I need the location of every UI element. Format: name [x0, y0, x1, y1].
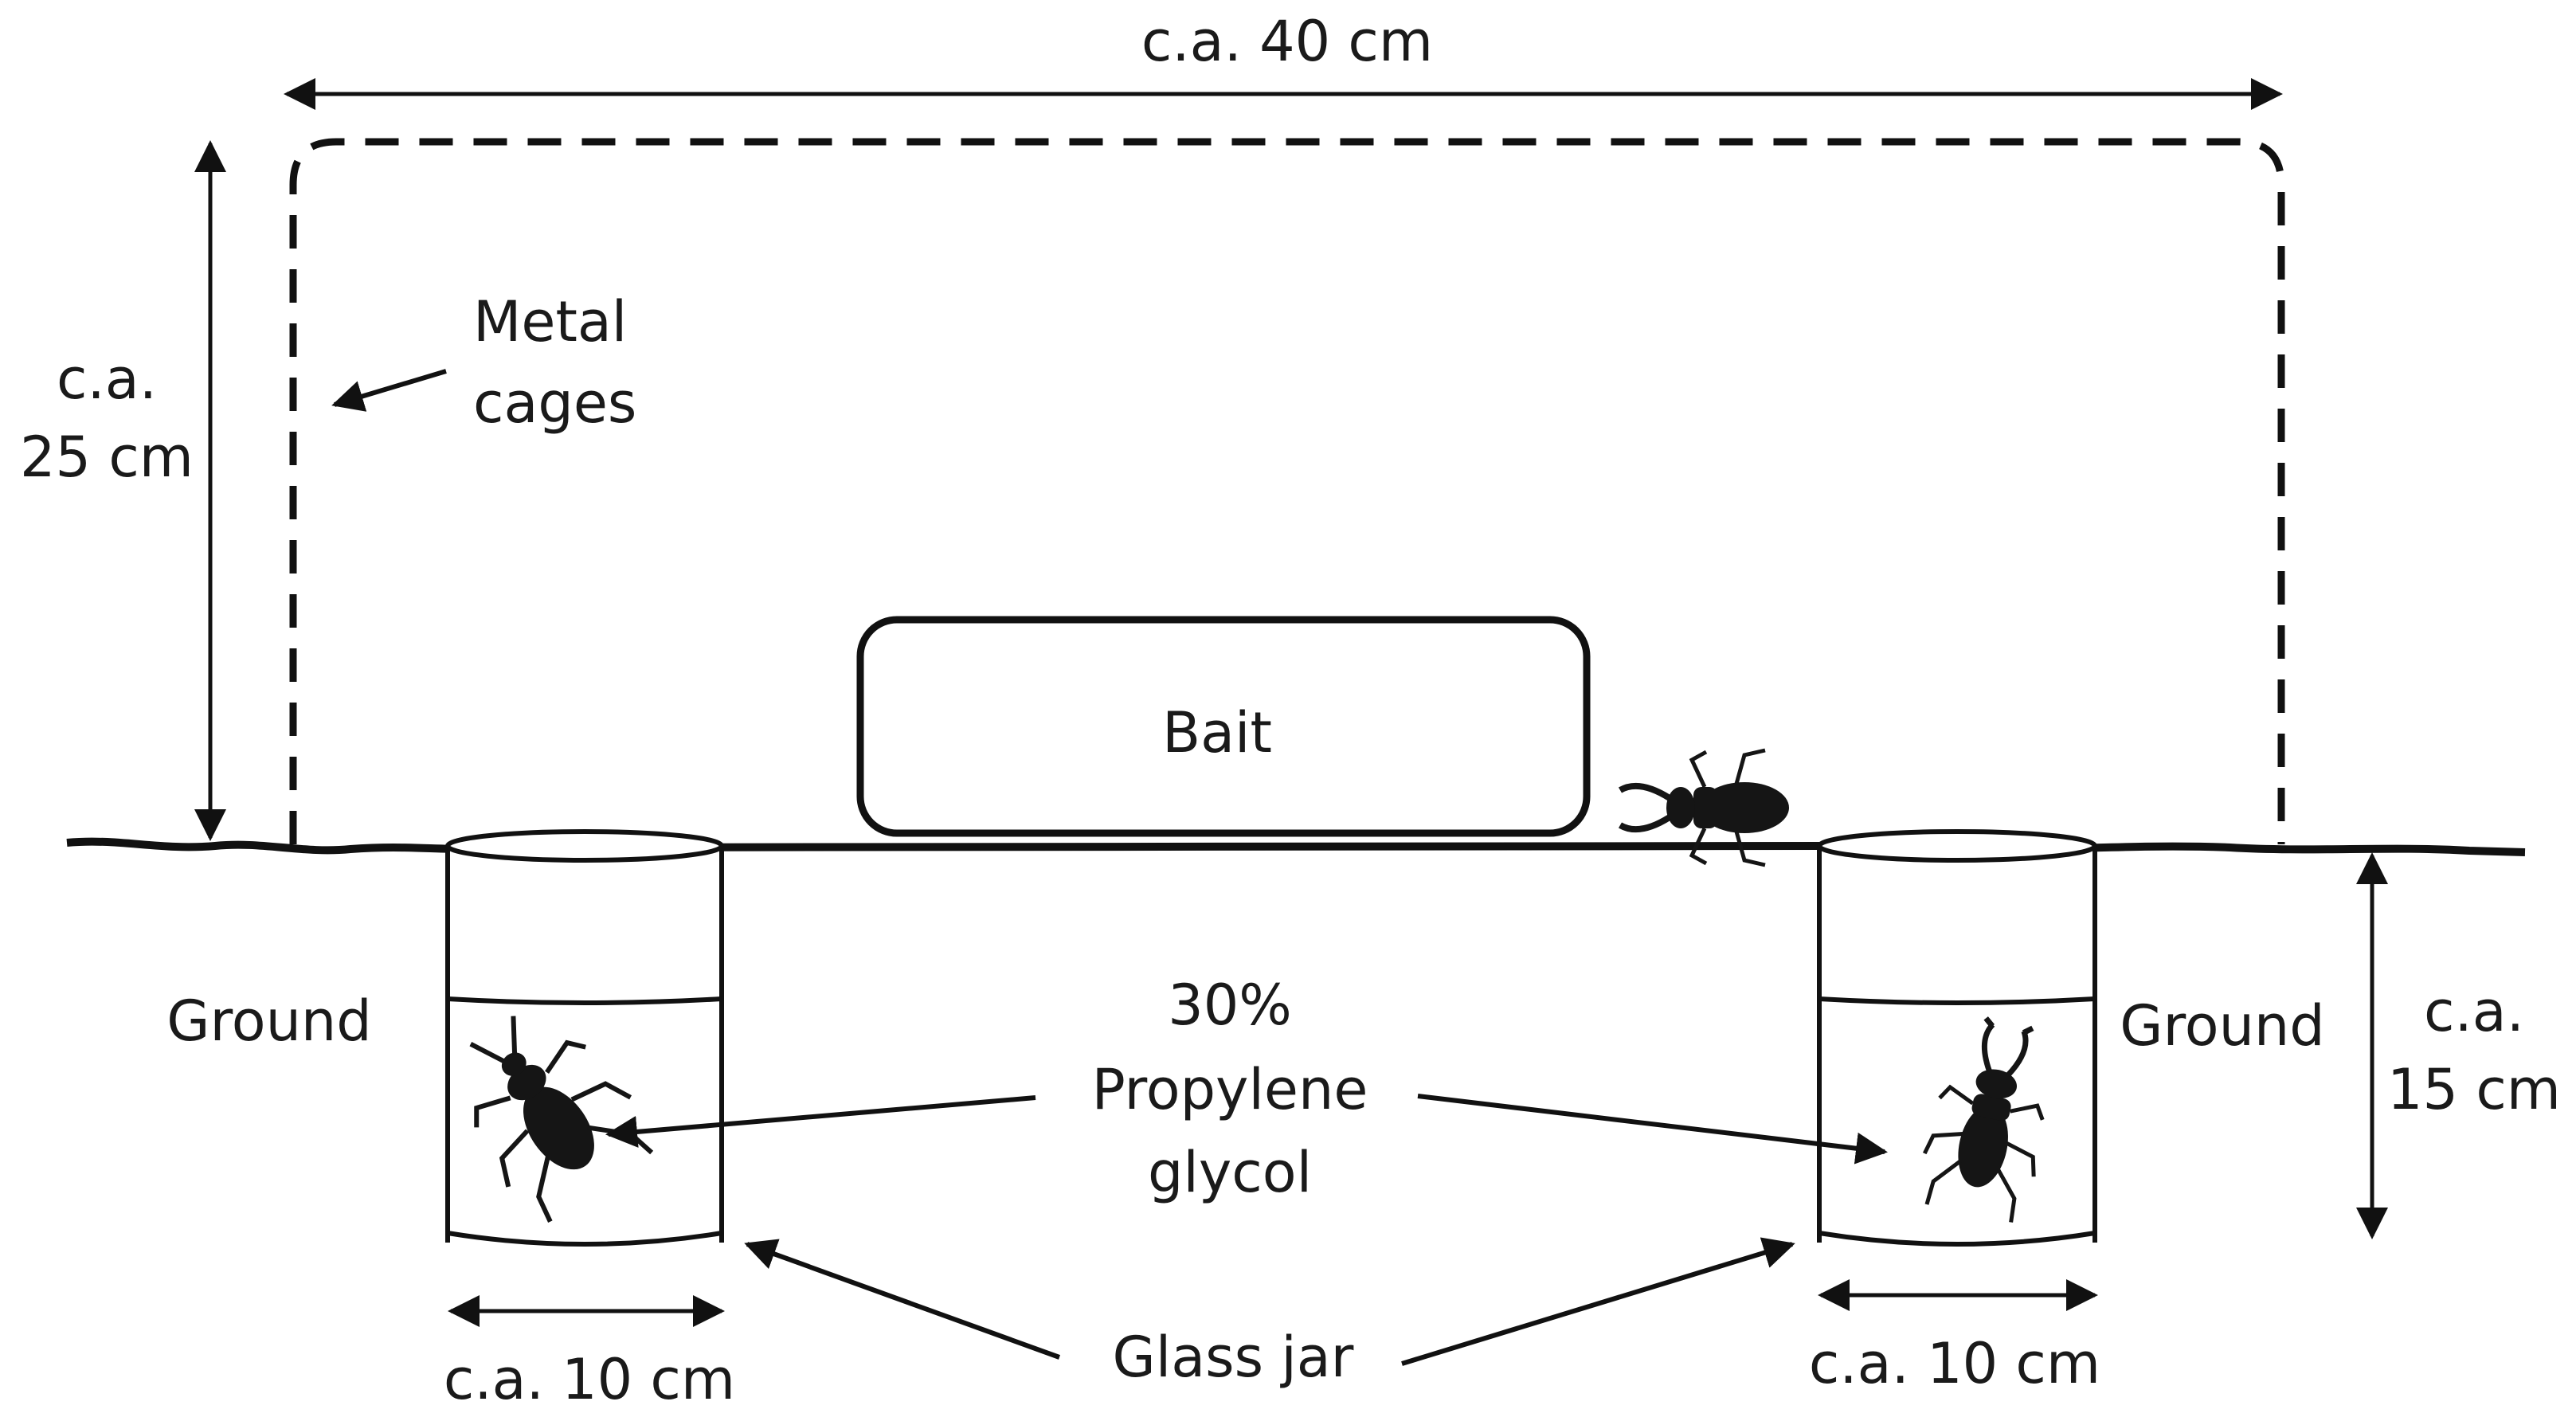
jar-right-width-label: c.a. 10 cm	[1808, 1331, 2101, 1396]
jar-left-width-label: c.a. 10 cm	[443, 1347, 736, 1412]
glass-jar-label: Glass jar	[1112, 1325, 1354, 1390]
stag-beetle-on-ground	[1618, 748, 1789, 867]
fluid-label-line2: Propylene	[1091, 1057, 1368, 1122]
fluid-pointer-right	[1417, 1094, 1888, 1165]
metal-cage-pointer-arrow	[331, 369, 447, 412]
glass-jar-left	[445, 829, 724, 1247]
ground-left-label: Ground	[166, 988, 372, 1054]
metal-cages-label-line1: Metal	[473, 289, 628, 354]
ground-right-label: Ground	[2120, 993, 2325, 1059]
depth-label-line1: c.a.	[2424, 979, 2524, 1044]
fluid-label-line3: glycol	[1147, 1140, 1313, 1205]
glass-jar-right	[1817, 829, 2097, 1247]
metal-cages-label-line2: cages	[473, 370, 637, 436]
bait-label: Bait	[1162, 700, 1272, 765]
depth-label-line2: 15 cm	[2387, 1057, 2561, 1122]
height-label-line1: c.a.	[57, 346, 157, 412]
metal-cage-outline	[289, 138, 2285, 844]
fluid-pointer-left	[605, 1095, 1036, 1148]
height-label-line2: 25 cm	[20, 425, 194, 490]
fluid-label-line1: 30%	[1168, 973, 1292, 1038]
glass-jar-pointer-left	[744, 1239, 1061, 1360]
ground-beetle-icon	[469, 1016, 654, 1223]
width-label: c.a. 40 cm	[1141, 9, 1434, 74]
glass-jar-pointer-right	[1401, 1237, 1795, 1366]
ground-line	[66, 837, 2526, 856]
bait-box	[856, 616, 1591, 837]
stag-beetle-icon	[1922, 1016, 2045, 1223]
